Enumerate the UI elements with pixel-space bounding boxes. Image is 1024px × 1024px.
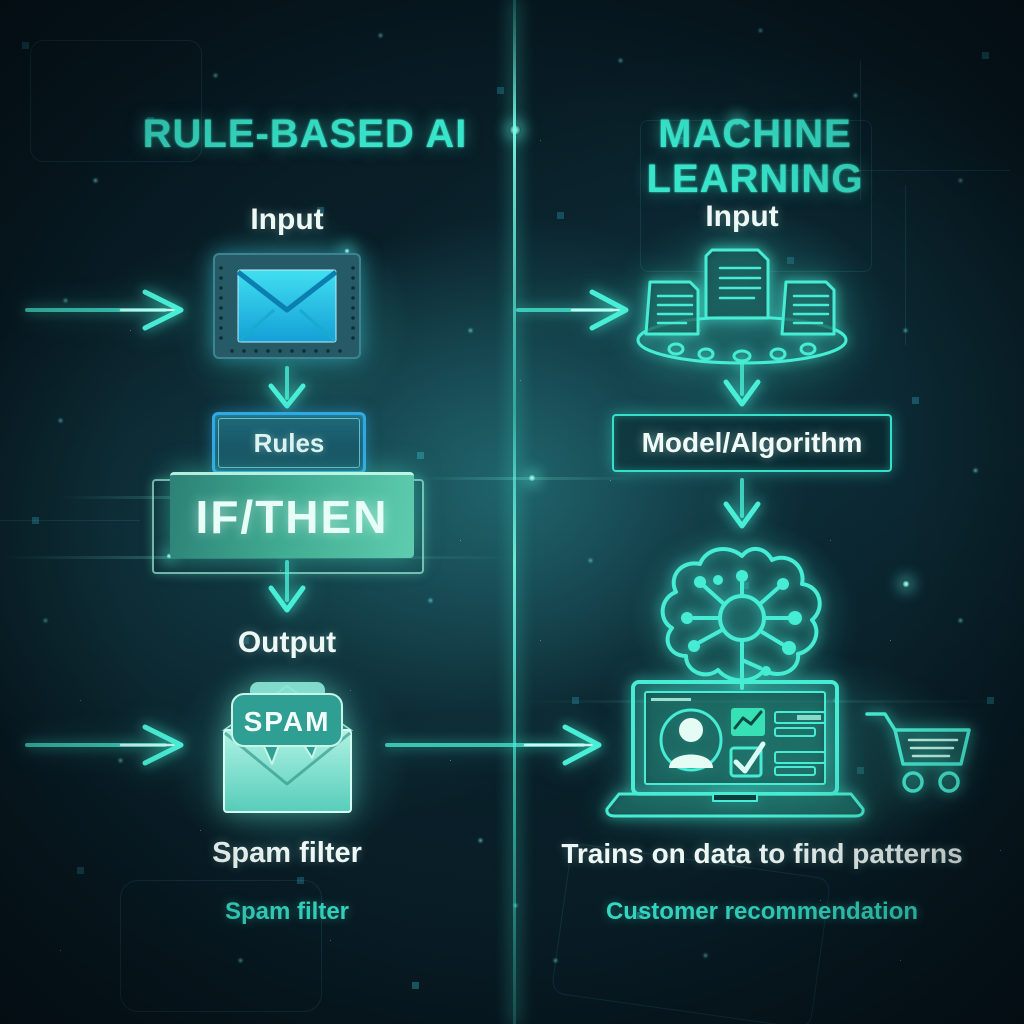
arrow-down-icon bbox=[723, 478, 761, 529]
glow-dot bbox=[902, 580, 910, 588]
arrow-down-icon bbox=[268, 560, 306, 613]
rules-box-inner-border bbox=[218, 418, 360, 468]
circuit-line bbox=[0, 520, 140, 521]
left-output-label: Output bbox=[237, 626, 337, 659]
model-algorithm-box: Model/Algorithm bbox=[612, 414, 892, 472]
if-then-label: IF/THEN bbox=[195, 490, 389, 543]
arrow-right-icon bbox=[25, 724, 184, 766]
spam-badge-text: SPAM bbox=[244, 706, 331, 737]
spam-speech-bubble: SPAM bbox=[231, 693, 343, 765]
circuit-line bbox=[905, 185, 906, 345]
particles-faint bbox=[0, 0, 1, 1]
if-then-box: IF/THEN bbox=[152, 472, 424, 574]
arrow-down-icon bbox=[723, 360, 761, 407]
document-icon bbox=[644, 280, 700, 336]
glow-dot bbox=[733, 118, 741, 126]
circuit-line bbox=[860, 60, 861, 200]
glow-dot bbox=[528, 474, 536, 482]
right-caption-secondary: Customer recommendation bbox=[605, 898, 919, 925]
checkbox-icon bbox=[729, 741, 766, 778]
right-caption-primary: Trains on data to find patterns bbox=[561, 838, 963, 869]
circuit-trace bbox=[30, 40, 202, 162]
right-input-label: Input bbox=[705, 200, 779, 233]
documents-data-platform-icon bbox=[636, 248, 848, 365]
spam-envelope-icon: SPAM bbox=[221, 682, 354, 813]
chart-icon bbox=[731, 708, 765, 736]
glow-dot bbox=[344, 248, 350, 254]
left-input-label: Input bbox=[250, 203, 324, 236]
arrow-right-icon bbox=[385, 724, 602, 766]
email-envelope-chip-icon bbox=[213, 253, 361, 359]
document-icon bbox=[780, 280, 836, 336]
shopping-cart-icon bbox=[865, 712, 971, 793]
brain-neural-network-icon bbox=[660, 547, 822, 690]
if-then-fill: IF/THEN bbox=[170, 472, 414, 558]
model-algorithm-label: Model/Algorithm bbox=[641, 427, 863, 458]
profile-avatar-icon bbox=[659, 708, 723, 772]
document-icon bbox=[704, 248, 770, 320]
title-machine-learning: MACHINE LEARNING bbox=[646, 112, 864, 201]
circuit-line bbox=[760, 170, 1010, 171]
glow-dot bbox=[166, 553, 172, 559]
circuit-trace bbox=[120, 880, 322, 1012]
arrow-right-icon bbox=[25, 289, 184, 331]
left-caption-primary: Spam filter bbox=[212, 837, 362, 869]
column-divider-line bbox=[513, 0, 516, 1024]
laptop-profile-icon bbox=[605, 680, 971, 818]
rules-box: Rules bbox=[212, 412, 366, 474]
rules-label: Rules bbox=[253, 427, 325, 458]
arrow-right-icon bbox=[516, 289, 629, 331]
title-rule-based-ai: RULE-BASED AI bbox=[142, 112, 468, 156]
arrow-down-icon bbox=[268, 366, 306, 409]
left-caption-secondary: Spam filter bbox=[224, 898, 350, 925]
